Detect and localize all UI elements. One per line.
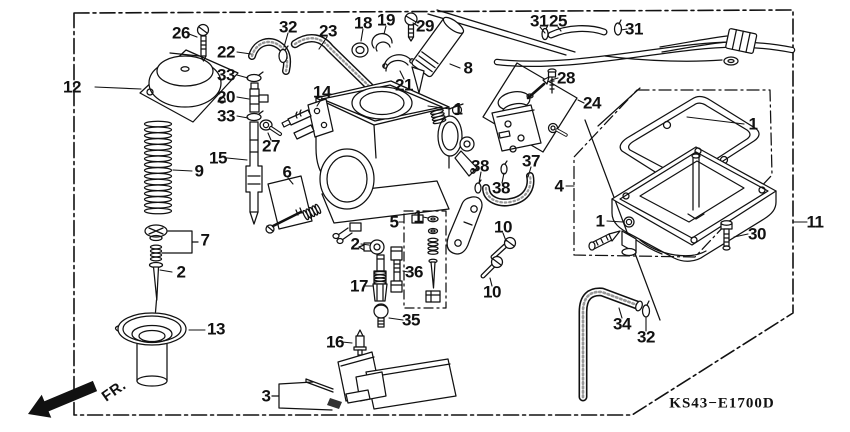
sealing-bolt-part xyxy=(259,119,282,136)
needle-jet-holder-part xyxy=(390,246,403,293)
cover-screw-part xyxy=(196,23,210,62)
carburetor-body-part xyxy=(315,80,478,245)
grommet-part xyxy=(351,42,369,58)
screw-set-part xyxy=(265,175,322,234)
float-chamber-assembly xyxy=(573,89,777,262)
stay-bracket-part xyxy=(446,196,483,255)
inlet-fitting-part xyxy=(281,98,334,140)
bracket-screw-lower-part xyxy=(480,255,504,279)
vent-hose-part xyxy=(474,160,535,207)
jet-screw-part xyxy=(373,303,389,328)
autobystarter-assembly xyxy=(482,62,578,153)
air-vent-tube-part xyxy=(541,19,623,41)
float-valve-part xyxy=(353,329,367,356)
breather-hose-part xyxy=(248,37,292,75)
cable-clamp-lower-part xyxy=(382,54,415,72)
top-cover-part xyxy=(139,49,239,123)
compression-spring-part xyxy=(143,120,173,215)
starter-screw-part xyxy=(547,68,557,94)
clamp-screw-part xyxy=(404,12,418,42)
float-part xyxy=(271,351,457,411)
cable-clamp-upper-part xyxy=(371,33,393,52)
leader-vline-1 xyxy=(584,119,661,321)
fr-arrow-icon xyxy=(28,380,98,418)
leader-lines xyxy=(94,22,808,344)
pilot-screw-part xyxy=(358,239,385,255)
diagram-border xyxy=(73,9,794,416)
screw-kit-part xyxy=(403,210,447,309)
leader-vline-2 xyxy=(597,87,641,127)
wire-terminal xyxy=(723,56,739,66)
wire-harness xyxy=(427,9,796,68)
diagram-code: KS43−E1700D xyxy=(669,395,775,412)
bowl-bolt-part xyxy=(720,220,733,251)
jet-needle-part xyxy=(148,261,164,313)
fuel-hose-part xyxy=(290,33,375,92)
joint-fitting-part xyxy=(246,71,269,122)
overflow-hose-part xyxy=(578,287,651,402)
main-jet-part xyxy=(372,254,388,302)
harness-connector xyxy=(725,28,758,54)
needle-holder-set-part xyxy=(144,224,199,262)
drain-tube-part xyxy=(245,121,263,225)
vacuum-piston-part xyxy=(114,312,187,387)
bracket-screw-upper-part xyxy=(490,236,517,260)
